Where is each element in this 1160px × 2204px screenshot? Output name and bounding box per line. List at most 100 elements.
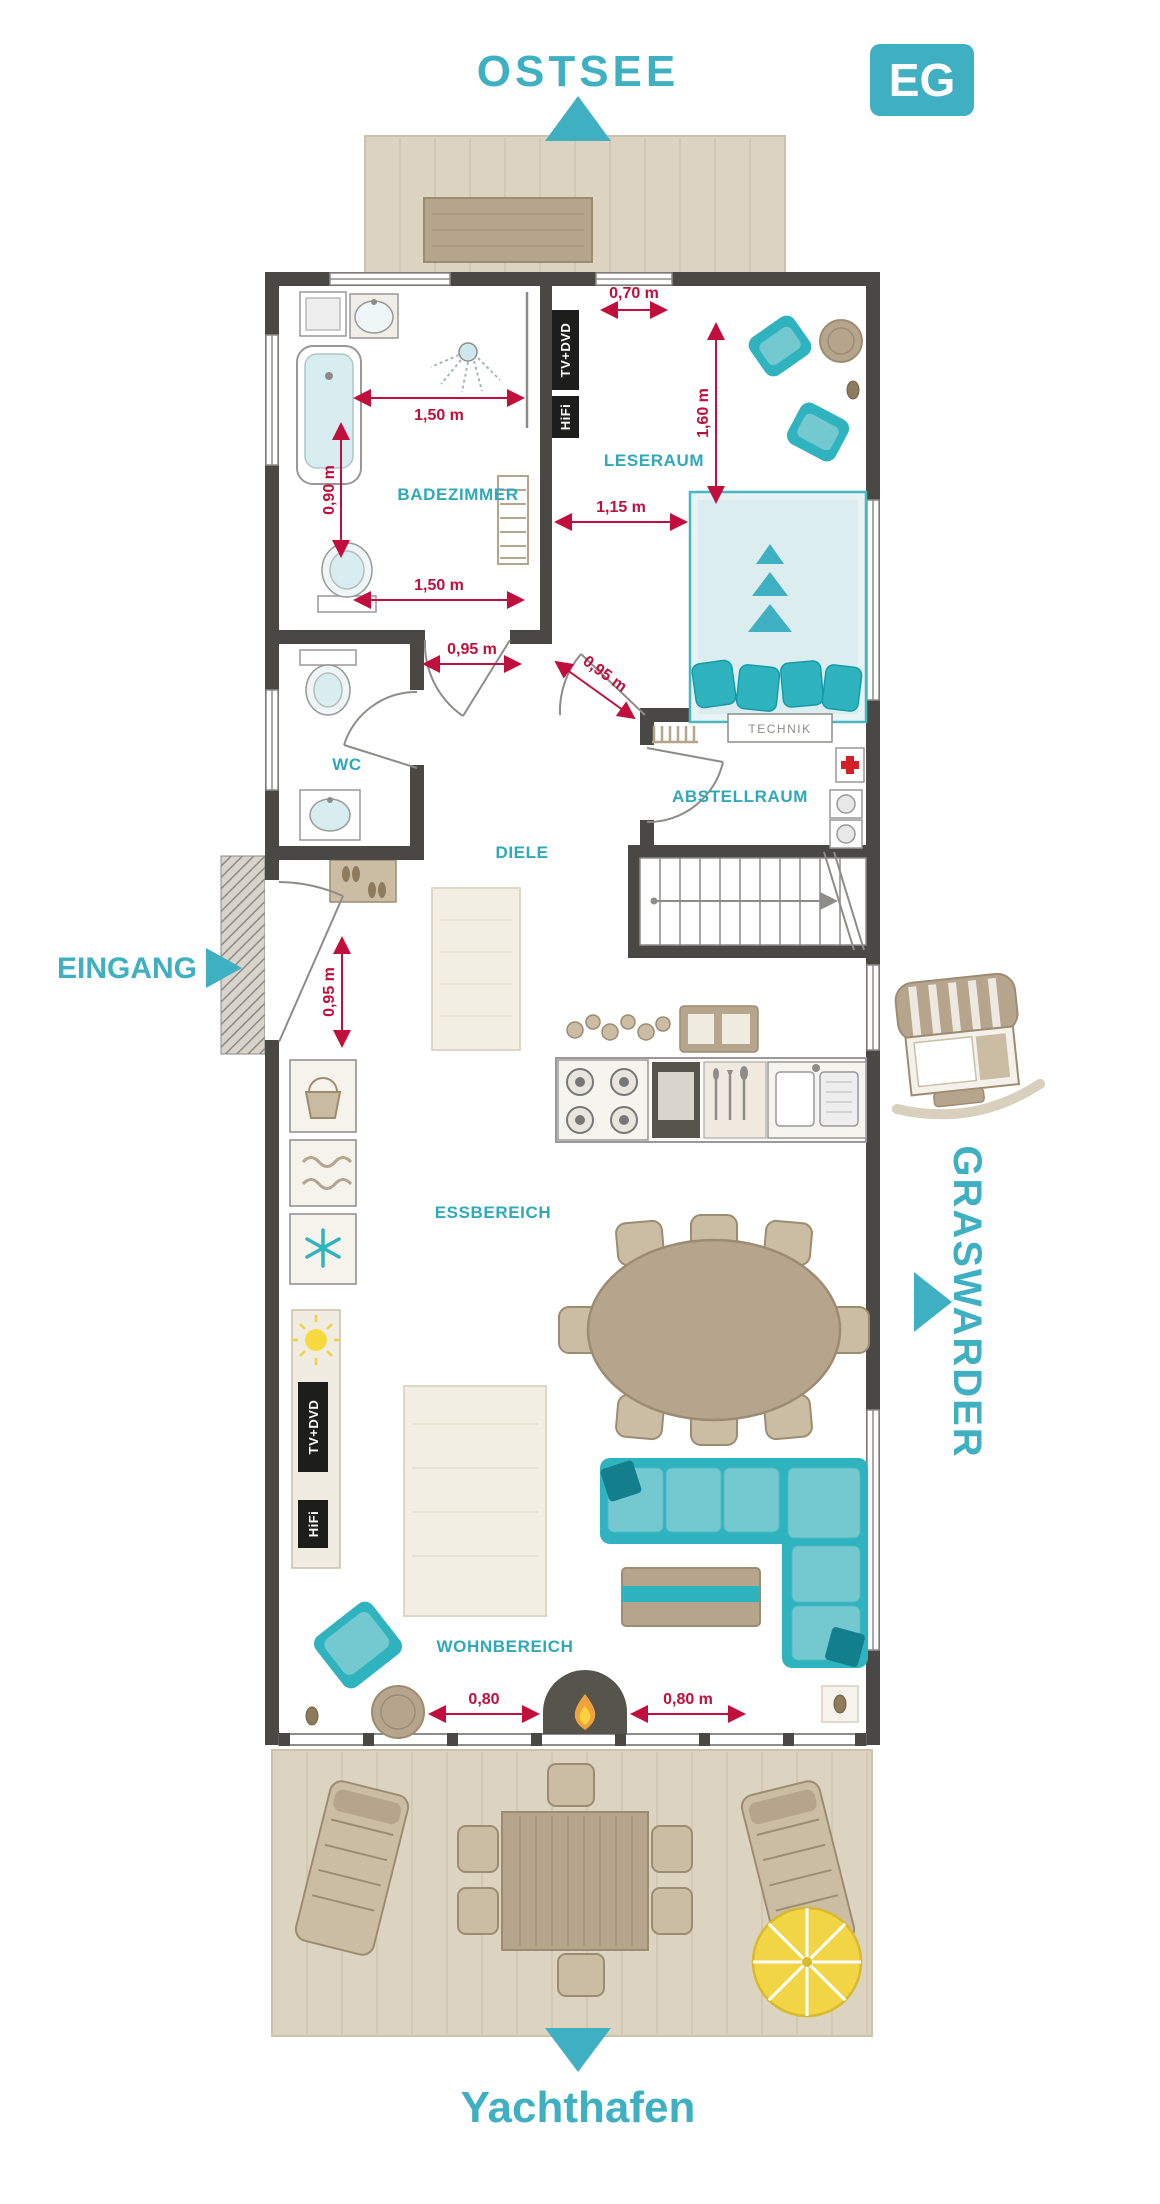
pinecone-icon <box>846 380 860 400</box>
room-label-essbereich: ESSBEREICH <box>435 1203 552 1222</box>
pouf <box>371 1685 425 1739</box>
tv-dvd-label-leseraum: TV+DVD <box>558 323 573 378</box>
room-label-abstellraum: ABSTELLRAUM <box>672 787 808 806</box>
compass-north-arrow-icon <box>545 96 611 141</box>
bathtub-icon <box>296 345 362 485</box>
wc-toilet-icon <box>299 649 357 716</box>
bath-door <box>423 639 511 717</box>
tv-dvd-label-wohnbereich: TV+DVD <box>306 1400 321 1455</box>
dimension-label: 0,90 m <box>321 465 338 515</box>
rug-living <box>403 1385 547 1617</box>
dimension-label: 0,95 m <box>447 641 497 658</box>
dimension-label: 0,70 m <box>609 285 659 302</box>
utility-cabinet <box>289 1059 357 1285</box>
south-glazing <box>278 1733 867 1746</box>
oven-icon <box>652 1062 700 1138</box>
reading-armchair-1 <box>748 315 812 377</box>
reading-armchair-2 <box>786 402 850 462</box>
washing-machine-icon <box>299 291 347 337</box>
decor-tile <box>821 1685 859 1723</box>
side-table-icon <box>819 319 863 363</box>
daybed-icon <box>688 490 868 724</box>
dimension-label: 1,15 m <box>596 499 646 516</box>
media-shelf: TV+DVD HiFi <box>291 1309 341 1569</box>
coffee-machine-icon <box>679 1005 759 1053</box>
entrance-opening <box>265 880 279 1040</box>
bucket-icon <box>304 1077 342 1119</box>
pinecone-icon <box>833 1694 847 1714</box>
sofa <box>600 1458 868 1668</box>
freezer-icon <box>305 1228 341 1268</box>
washbasin-icon <box>349 293 399 339</box>
window-west-bath <box>265 334 279 466</box>
dimension-label: 0,95 m <box>321 967 338 1017</box>
terrace-north <box>364 135 786 275</box>
dimensions <box>332 301 746 1723</box>
hifi-label-wohnbereich: HiFi <box>306 1511 321 1538</box>
dining-table <box>586 1238 842 1422</box>
terrace-chairs <box>457 1763 693 1997</box>
bed-triangle-pattern <box>748 544 792 632</box>
lamp-icon <box>292 1315 340 1365</box>
terrace-table-south <box>501 1811 649 1951</box>
towel-radiator-icon <box>497 475 529 565</box>
fireplace-icon <box>543 1670 627 1734</box>
sofa-pillow <box>600 1460 642 1502</box>
room-label-wohnbereich: WOHNBEREICH <box>437 1637 574 1656</box>
dimension-label: 0,80 <box>468 1691 499 1708</box>
dimension-label: 0,95 m <box>579 653 629 696</box>
window-west-wc <box>265 689 279 791</box>
compass-west-arrow-icon <box>206 948 242 988</box>
stove-icon <box>557 1059 649 1141</box>
compass-south-label: Yachthafen <box>461 2083 696 2132</box>
dimension-label: 1,50 m <box>414 407 464 424</box>
jars-icon <box>566 1014 671 1041</box>
entrance-porch <box>220 855 266 1055</box>
dimension-label: 1,60 m <box>695 388 712 438</box>
window-north-leseraum <box>595 272 673 286</box>
terrace-table-north <box>423 197 593 263</box>
tv-dvd-panel-leseraum: TV+DVD HiFi <box>552 310 579 438</box>
coffee-table <box>621 1567 761 1627</box>
entrance-door <box>278 881 344 1043</box>
dimension-line <box>554 660 636 720</box>
dishwasher-icon <box>301 1156 353 1190</box>
toilet-icon <box>317 542 377 613</box>
wc-sink-icon <box>299 789 361 841</box>
rug-runner <box>431 887 521 1051</box>
room-label-badezimmer: BADEZIMMER <box>397 485 518 504</box>
hifi-label-leseraum: HiFi <box>558 404 573 431</box>
first-aid-icon <box>835 747 865 783</box>
beach-chair-icon <box>891 972 1046 1120</box>
abstellraum-door <box>646 747 724 824</box>
compass-east-arrow-icon <box>914 1272 952 1332</box>
room-label-wc: WC <box>332 755 362 774</box>
sofa-pillow <box>825 1627 865 1667</box>
technik-label: TECHNIK <box>748 722 811 736</box>
pinecone-icon <box>305 1706 319 1726</box>
compass-south-arrow-icon <box>545 2028 611 2072</box>
sink-icon <box>767 1061 867 1139</box>
wc-door <box>343 690 418 769</box>
window-north-bath <box>329 272 451 286</box>
dimension-label: 0,80 m <box>663 1691 713 1708</box>
lounge-armchair <box>313 1601 403 1689</box>
compass-north-label: OSTSEE <box>477 47 680 96</box>
stairs <box>639 851 867 951</box>
terrace-south <box>271 1749 873 2037</box>
floor-badge: EG <box>870 44 974 116</box>
room-label-leseraum: LESERAUM <box>604 451 704 470</box>
bed-pillows <box>691 659 863 712</box>
shower-icon <box>430 292 529 428</box>
technik-box: TECHNIK <box>727 713 833 743</box>
floor-badge-label: EG <box>889 54 955 106</box>
dimension-label: 1,50 m <box>414 577 464 594</box>
lounger-left <box>294 1780 410 1956</box>
window-east-sofa <box>866 1409 880 1651</box>
washer-dryer-icon <box>829 789 863 849</box>
utensils-icon <box>703 1061 767 1139</box>
window-east-kitchen <box>866 964 880 1051</box>
radiator-icon <box>652 726 698 744</box>
